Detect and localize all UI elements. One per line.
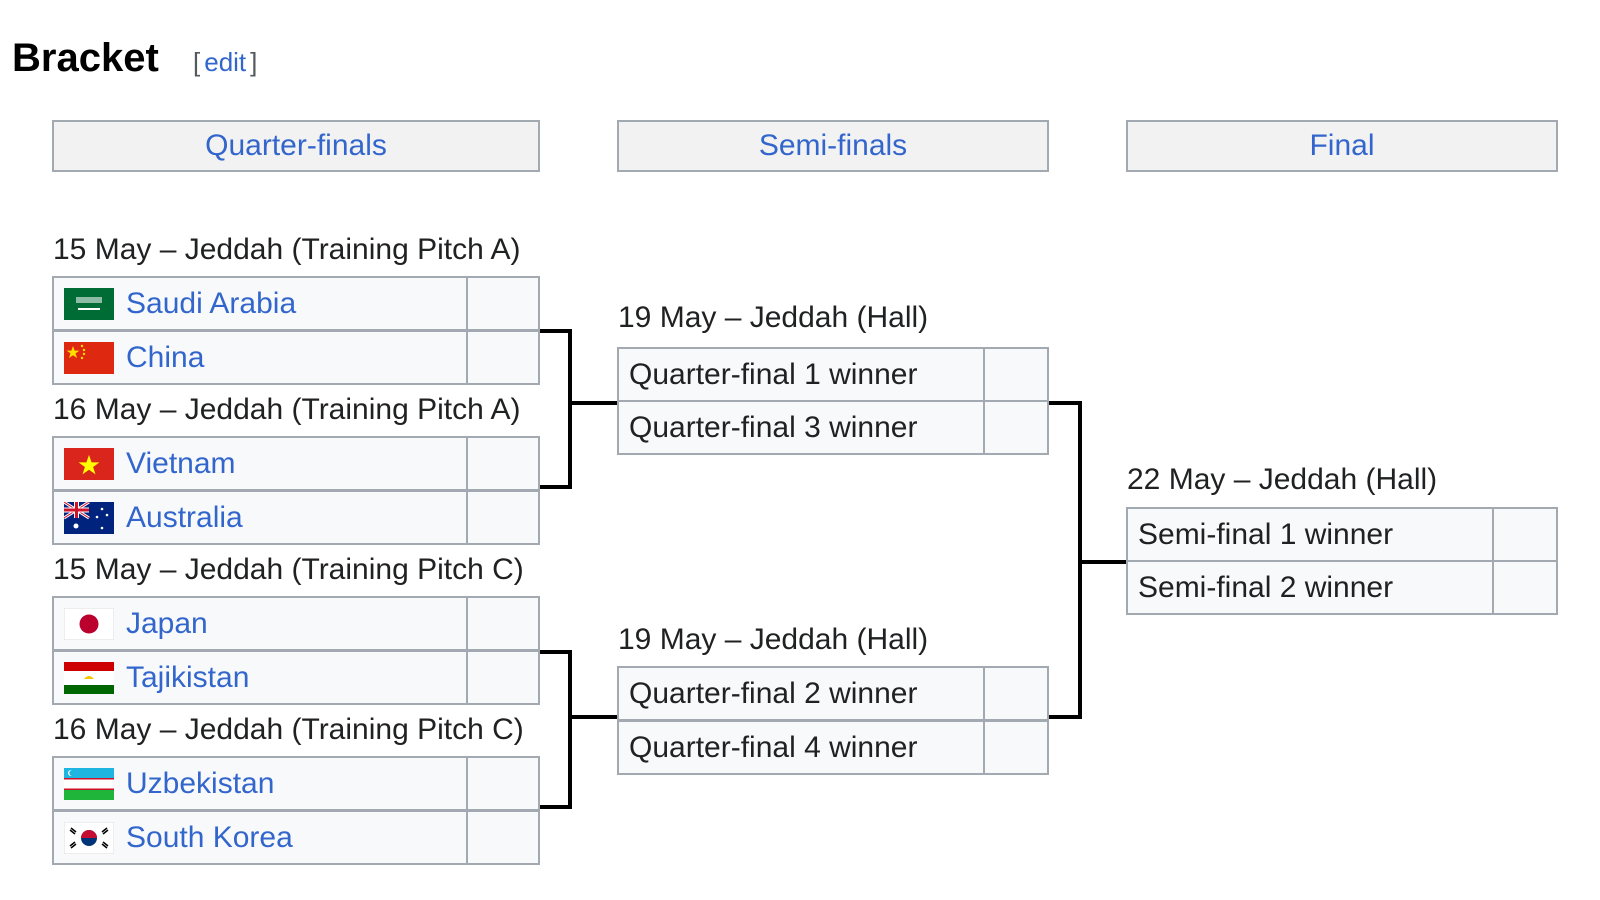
team-name: Quarter-final 3 winner bbox=[629, 410, 918, 444]
score-cell bbox=[468, 332, 538, 383]
qf3-team2-row: Tajikistan bbox=[52, 650, 540, 705]
final-link[interactable]: Final bbox=[1309, 129, 1375, 162]
japan-flag-icon bbox=[64, 607, 114, 640]
score-cell bbox=[468, 438, 538, 489]
score-cell bbox=[468, 278, 538, 329]
team-name-link[interactable]: Saudi Arabia bbox=[126, 286, 297, 320]
china-flag-icon bbox=[64, 341, 114, 374]
semifinals-header[interactable]: Semi-finals bbox=[617, 120, 1049, 172]
uzbekistan-flag-icon bbox=[64, 767, 114, 800]
team-name: Semi-final 2 winner bbox=[1138, 570, 1394, 604]
score-cell bbox=[985, 668, 1047, 719]
team-name-link[interactable]: China bbox=[126, 340, 205, 374]
team-name: Quarter-final 4 winner bbox=[629, 730, 918, 764]
final-caption: 22 May – Jeddah (Hall) bbox=[1127, 463, 1438, 496]
qf4-team1-row: Uzbekistan bbox=[52, 756, 540, 811]
sf1-team2-row: Quarter-final 3 winner bbox=[617, 400, 1049, 455]
team-name-link[interactable]: Vietnam bbox=[126, 446, 236, 480]
qf1-qf2-connector bbox=[540, 329, 572, 489]
qf2-team1-row: Vietnam bbox=[52, 436, 540, 491]
edit-bracket-open: [ bbox=[193, 47, 201, 77]
team-name-link[interactable]: Uzbekistan bbox=[126, 766, 275, 800]
section-heading: Bracket bbox=[12, 36, 159, 80]
qf1-caption: 15 May – Jeddah (Training Pitch A) bbox=[53, 233, 521, 266]
score-cell bbox=[985, 402, 1047, 453]
quarterfinals-link[interactable]: Quarter-finals bbox=[205, 129, 387, 162]
team-name: Semi-final 1 winner bbox=[1138, 517, 1394, 551]
score-cell bbox=[468, 652, 538, 703]
semifinals-link[interactable]: Semi-finals bbox=[758, 129, 908, 162]
score-cell bbox=[468, 812, 538, 863]
score-cell bbox=[985, 722, 1047, 773]
team-name-link[interactable]: Australia bbox=[126, 500, 243, 534]
score-cell bbox=[985, 349, 1047, 400]
qf1-team1-row: Saudi Arabia bbox=[52, 276, 540, 331]
final-team1-row: Semi-final 1 winner bbox=[1126, 507, 1558, 562]
qf1-team2-row: China bbox=[52, 330, 540, 385]
edit-section: [edit] bbox=[193, 44, 257, 80]
qf2-team2-row: Australia bbox=[52, 490, 540, 545]
team-name-link[interactable]: Tajikistan bbox=[126, 660, 250, 694]
team-name-link[interactable]: Japan bbox=[126, 606, 208, 640]
qf3-team1-row: Japan bbox=[52, 596, 540, 651]
quarterfinals-header[interactable]: Quarter-finals bbox=[52, 120, 540, 172]
score-cell bbox=[468, 598, 538, 649]
vietnam-flag-icon bbox=[64, 447, 114, 480]
final-header[interactable]: Final bbox=[1126, 120, 1558, 172]
qf3-caption: 15 May – Jeddah (Training Pitch C) bbox=[53, 553, 524, 586]
sf1-team1-row: Quarter-final 1 winner bbox=[617, 347, 1049, 402]
score-cell bbox=[1494, 562, 1556, 613]
score-cell bbox=[468, 758, 538, 809]
sf1-caption: 19 May – Jeddah (Hall) bbox=[618, 301, 929, 334]
qf4-team2-row: South Korea bbox=[52, 810, 540, 865]
score-cell bbox=[1494, 509, 1556, 560]
team-name: Quarter-final 1 winner bbox=[629, 357, 918, 391]
team-name: Quarter-final 2 winner bbox=[629, 676, 918, 710]
australia-flag-icon bbox=[64, 501, 114, 534]
south-korea-flag-icon bbox=[64, 821, 114, 854]
tajikistan-flag-icon bbox=[64, 661, 114, 694]
sf2-caption: 19 May – Jeddah (Hall) bbox=[618, 623, 929, 656]
sf2-team2-row: Quarter-final 4 winner bbox=[617, 720, 1049, 775]
sf2-team1-row: Quarter-final 2 winner bbox=[617, 666, 1049, 721]
final-team2-row: Semi-final 2 winner bbox=[1126, 560, 1558, 615]
score-cell bbox=[468, 492, 538, 543]
edit-bracket-close: ] bbox=[250, 47, 258, 77]
qf2-caption: 16 May – Jeddah (Training Pitch A) bbox=[53, 393, 521, 426]
edit-link[interactable]: edit bbox=[204, 47, 247, 77]
team-name-link[interactable]: South Korea bbox=[126, 820, 293, 854]
qf3-qf4-connector bbox=[540, 650, 572, 809]
saudi-arabia-flag-icon bbox=[64, 287, 114, 320]
sf1-sf2-connector bbox=[1049, 401, 1082, 719]
qf4-caption: 16 May – Jeddah (Training Pitch C) bbox=[53, 713, 524, 746]
